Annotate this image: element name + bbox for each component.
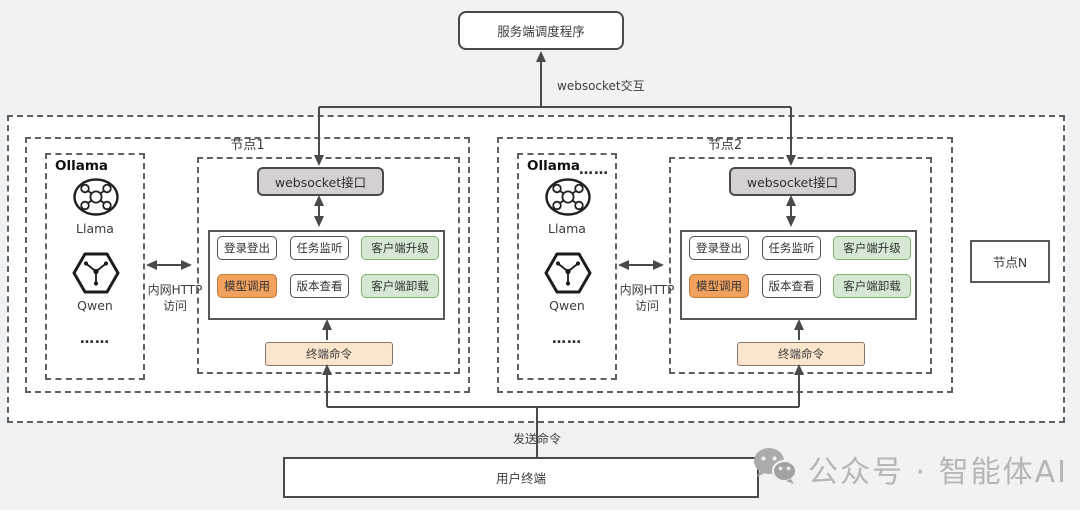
node-1-websocket-api-box: websocket接口: [257, 167, 384, 196]
node-1-http-label-line1: 内网HTTP: [147, 283, 203, 297]
function-version-view: 版本查看: [290, 274, 349, 298]
node-2-ollama-top-dots: ……: [579, 162, 609, 178]
node-2-http-label-line1: 内网HTTP: [619, 283, 675, 297]
qwen-hexagon-icon: [543, 250, 593, 300]
user-terminal-box: 用户终端: [283, 457, 759, 498]
node-2-http-label: 内网HTTP 访问: [617, 282, 677, 314]
function-client-uninstall: 客户端卸载: [361, 274, 439, 298]
wechat-icon: [752, 446, 798, 492]
watermark-text: 公众号 · 智能体AI: [808, 455, 1068, 490]
user-terminal-label: 用户终端: [495, 471, 546, 486]
node-2-llama-label: Llama: [548, 221, 586, 236]
function-task-listen: 任务监听: [762, 236, 821, 260]
function-model-invoke: 模型调用: [689, 274, 749, 298]
node-n-label: 节点N: [992, 255, 1028, 270]
node-1: 节点1 Ollama Llama: [25, 137, 470, 393]
function-client-uninstall: 客户端卸载: [833, 274, 911, 298]
function-client-upgrade: 客户端升级: [833, 236, 911, 260]
node-1-llama-label: Llama: [76, 221, 114, 236]
node-1-function-panel: 登录登出 任务监听 客户端升级 模型调用 版本查看 客户端卸载: [208, 230, 445, 320]
node-1-http-label-line2: 访问: [162, 299, 187, 313]
node-2-ollama-more-dots: ……: [552, 331, 582, 347]
send-command-edge-label: 发送命令: [509, 430, 565, 447]
watermark: 公众号 · 智能体AI: [752, 446, 1068, 492]
node-1-title: 节点1: [226, 139, 269, 153]
function-login-logout: 登录登出: [217, 236, 277, 260]
scheduler-box: 服务端调度程序: [458, 11, 624, 50]
node-2-title: 节点2: [703, 139, 747, 153]
node-1-ollama-title: Ollama: [55, 158, 109, 174]
websocket-edge-label: websocket交互: [557, 79, 645, 93]
llama-molecule-icon: [543, 177, 593, 221]
node-1-websocket-api-label: websocket接口: [274, 175, 367, 190]
node-2: 节点2 Ollama …… Llama: [497, 137, 953, 393]
node-2-websocket-api-box: websocket接口: [729, 167, 856, 196]
function-login-logout: 登录登出: [689, 236, 749, 260]
node-1-qwen-label: Qwen: [77, 298, 113, 313]
node-2-http-label-line2: 访问: [634, 299, 659, 313]
node-n-box: 节点N: [970, 240, 1050, 283]
scheduler-label: 服务端调度程序: [497, 24, 585, 39]
node-2-websocket-api-label: websocket接口: [746, 175, 839, 190]
node-1-ollama-more-dots: ……: [80, 331, 110, 347]
node-1-ollama-box: Ollama Llama: [45, 153, 145, 380]
qwen-hexagon-icon: [71, 250, 121, 300]
function-task-listen: 任务监听: [290, 236, 349, 260]
node-1-http-label: 内网HTTP 访问: [145, 282, 205, 314]
node-2-ollama-title: Ollama: [527, 158, 581, 174]
node-2-terminal-command-box: 终端命令: [737, 342, 865, 366]
function-client-upgrade: 客户端升级: [361, 236, 439, 260]
node-2-ollama-box: Ollama …… Llama: [517, 153, 617, 380]
node-2-function-panel: 登录登出 任务监听 客户端升级 模型调用 版本查看 客户端卸载: [680, 230, 917, 320]
llama-molecule-icon: [71, 177, 121, 221]
function-version-view: 版本查看: [762, 274, 821, 298]
node-2-qwen-label: Qwen: [549, 298, 585, 313]
node-1-terminal-command-box: 终端命令: [265, 342, 393, 366]
function-model-invoke: 模型调用: [217, 274, 277, 298]
